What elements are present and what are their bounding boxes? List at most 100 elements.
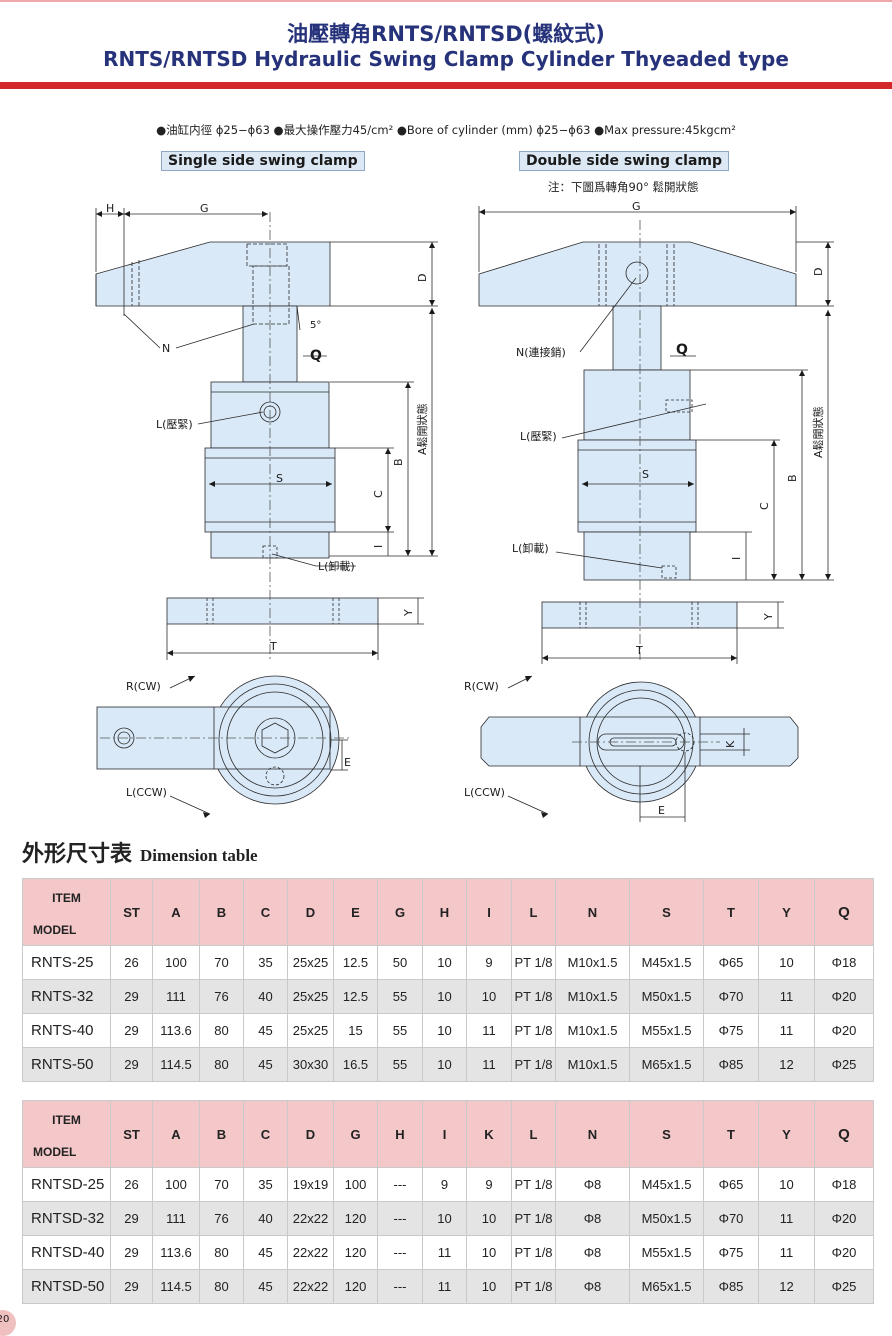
table-cell: 26	[110, 945, 153, 980]
label-N: N	[162, 342, 170, 355]
table-cell: M45x1.5	[629, 945, 704, 980]
title-divider	[0, 82, 892, 89]
table-cell: M45x1.5	[629, 1167, 704, 1202]
table-cell: M10x1.5	[555, 979, 630, 1014]
table-cell: 16.5	[333, 1047, 378, 1082]
model-cell: RNTSD-25	[22, 1167, 111, 1202]
table-cell: 70	[199, 945, 244, 980]
column-header-y: Y	[758, 1100, 815, 1168]
column-header-d: D	[287, 1100, 334, 1168]
table-cell: 80	[199, 1269, 244, 1304]
table-cell: M10x1.5	[555, 1047, 630, 1082]
table-cell: PT 1/8	[511, 979, 556, 1014]
model-cell: RNTSD-50	[22, 1269, 111, 1304]
table-cell: 11	[758, 979, 815, 1014]
table-cell: PT 1/8	[511, 945, 556, 980]
column-header-n: N	[555, 878, 630, 946]
column-header-a: A	[152, 878, 200, 946]
label-G: G	[200, 202, 209, 215]
table-cell: M10x1.5	[555, 1013, 630, 1048]
table-cell: 11	[758, 1013, 815, 1048]
column-header-e: E	[333, 878, 378, 946]
item-label: ITEM	[52, 891, 81, 905]
table-cell: 10	[466, 1235, 512, 1270]
table-cell: 11	[422, 1269, 467, 1304]
table-cell: 55	[377, 1013, 423, 1048]
table-cell: 111	[152, 1201, 200, 1236]
table-cell: PT 1/8	[511, 1013, 556, 1048]
table-cell: 29	[110, 1013, 153, 1048]
model-label: MODEL	[33, 1145, 77, 1159]
table-cell: 76	[199, 979, 244, 1014]
table-cell: 9	[466, 945, 512, 980]
table-cell: 35	[243, 1167, 288, 1202]
column-header-d: D	[287, 878, 334, 946]
label-C: C	[372, 490, 385, 498]
table-cell: M55x1.5	[629, 1235, 704, 1270]
double-body-upper	[583, 369, 691, 441]
label-N-pin: N(連接銷)	[516, 345, 566, 359]
table-cell: 15	[333, 1013, 378, 1048]
label-E: E	[344, 756, 351, 769]
double-arm	[478, 241, 797, 307]
label-C-double: C	[758, 502, 771, 510]
table-cell: 55	[377, 1047, 423, 1082]
table-cell: ---	[377, 1235, 423, 1270]
table-cell: 11	[758, 1235, 815, 1270]
technical-drawing: H G D N 5° Q L(壓緊) A鬆開狀態 B S C I L(卸載) Y…	[95, 200, 834, 822]
table-cell: 100	[152, 945, 200, 980]
label-L-unload-double: L(卸載)	[512, 541, 549, 555]
table-cell: 12.5	[333, 945, 378, 980]
table-cell: 40	[243, 979, 288, 1014]
label-Q: Q	[310, 348, 322, 364]
table-cell: 10	[758, 1167, 815, 1202]
label-S-double: S	[642, 468, 649, 481]
single-clamp-label: Single side swing clamp	[161, 151, 365, 171]
item-model-header: ITEM MODEL	[22, 1100, 111, 1168]
table-cell: 10	[422, 1047, 467, 1082]
column-header-b: B	[199, 1100, 244, 1168]
label-L-ccw: L(CCW)	[126, 786, 167, 799]
table-cell: M50x1.5	[629, 979, 704, 1014]
table-cell: 35	[243, 945, 288, 980]
label-L-ccw-double: L(CCW)	[464, 786, 505, 799]
table-cell: 12	[758, 1047, 815, 1082]
table-cell: 70	[199, 1167, 244, 1202]
label-H: H	[106, 202, 114, 215]
table-cell: 113.6	[152, 1013, 200, 1048]
table-cell: ---	[377, 1167, 423, 1202]
label-A-open-double: A鬆開狀態	[811, 406, 825, 458]
model-cell: RNTSD-32	[22, 1201, 111, 1236]
column-header-h: H	[377, 1100, 423, 1168]
label-T-double: T	[635, 644, 643, 657]
page-number: 20	[0, 1310, 16, 1336]
table-cell: 45	[243, 1013, 288, 1048]
table-cell: 10	[422, 1201, 467, 1236]
table-cell: 45	[243, 1269, 288, 1304]
label-K: K	[724, 740, 737, 748]
model-cell: RNTS-32	[22, 979, 111, 1014]
table-cell: 19x19	[287, 1167, 334, 1202]
page-title-cn: 油壓轉角RNTS/RNTSD(螺紋式)	[287, 22, 605, 46]
double-body-thread	[577, 439, 697, 533]
table-cell: PT 1/8	[511, 1047, 556, 1082]
table-cell: Φ75	[703, 1235, 759, 1270]
table-cell: 29	[110, 1235, 153, 1270]
table-cell: Φ70	[703, 1201, 759, 1236]
label-L-unload: L(卸載)	[318, 559, 355, 573]
label-R-cw: R(CW)	[126, 680, 161, 693]
section-title-en: Dimension table	[140, 846, 258, 865]
column-header-k: K	[466, 1100, 512, 1168]
item-label: ITEM	[52, 1113, 81, 1127]
model-cell: RNTS-25	[22, 945, 111, 980]
table-cell: 10	[422, 1013, 467, 1048]
